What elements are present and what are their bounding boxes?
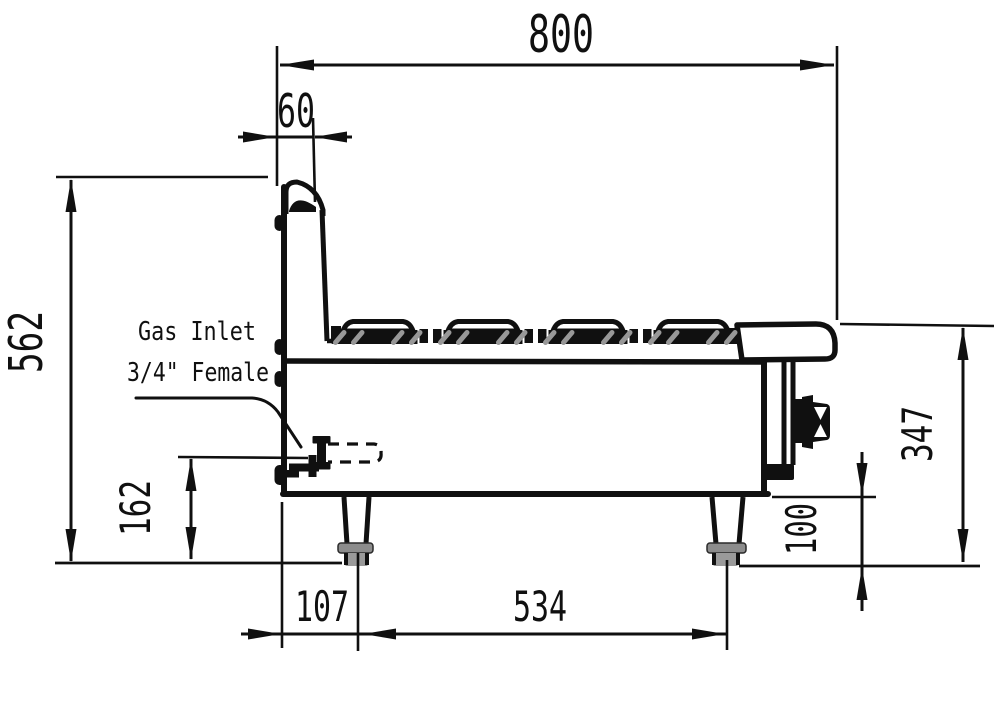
gas-inlet-bracket [289, 463, 319, 472]
arrowhead-top [185, 458, 197, 491]
front-foot-pad [713, 553, 738, 566]
rear-leg-back-edge [341, 496, 350, 545]
grate-nub [433, 329, 442, 343]
cooktop-front-rail [285, 358, 765, 365]
arrowhead-top [957, 327, 969, 360]
gas-inlet-union-top-flange [312, 436, 331, 444]
arrowhead-back-outside [248, 628, 281, 640]
backsplash-cap-crease [289, 200, 316, 212]
dimension-backsplash-depth: 60 [238, 84, 352, 203]
rear-foot-sides [344, 553, 369, 565]
dimension-text-107: 107 [295, 582, 349, 631]
knob-mount-plate [794, 399, 802, 443]
gas-inlet-bracket-foot [287, 470, 299, 478]
dimension-text-800: 800 [528, 5, 594, 65]
back-panel-stud [274, 215, 285, 231]
grate-nub [419, 329, 428, 343]
gas-inlet-bracket-bolt [308, 455, 317, 477]
back-panel-stud [274, 371, 285, 387]
dimension-text-162: 162 [111, 480, 160, 536]
rear-foot-collar [337, 542, 374, 554]
body [280, 358, 771, 497]
arrowhead-bottom [185, 527, 197, 560]
grate-nub [524, 329, 533, 343]
dimension-text-60: 60 [277, 84, 315, 138]
rear-leg-front-edge [363, 496, 372, 545]
burner-cap [550, 319, 626, 334]
front-foot-sides [712, 553, 740, 565]
rear-foot-pad [345, 553, 368, 566]
arrowhead-top-outside [856, 463, 868, 496]
control-knob [794, 395, 830, 449]
backsplash [274, 179, 330, 497]
dimension-text-562: 562 [0, 311, 53, 373]
dimension-leg-clearance: 100 [739, 452, 980, 611]
arrowhead-top [65, 179, 77, 212]
front-leg-back-edge [709, 496, 719, 545]
burner-cap [655, 319, 731, 334]
arrowhead-bottom-outside [856, 567, 868, 600]
front-foot-collar [706, 542, 747, 554]
extension-line [839, 322, 995, 328]
front-shelf [734, 321, 838, 363]
burner-cap [445, 319, 521, 334]
callout-line1: Gas Inlet [138, 317, 256, 347]
dimension-text-534: 534 [513, 582, 567, 631]
gas-inlet-callout: Gas Inlet 3/4" Female [127, 317, 303, 449]
legs-feet [337, 496, 747, 566]
gas-inlet-panel-boss [274, 465, 286, 485]
panel-bottom-return [765, 464, 794, 480]
dimension-overall-height: 562 [0, 175, 342, 565]
shelf-profile [734, 321, 838, 363]
arrowhead-left-outside [243, 131, 276, 143]
knob-face-lower [814, 424, 827, 437]
gas-inlet-fitting [274, 436, 383, 485]
dimension-leg-positions: 107 534 [241, 502, 729, 651]
backsplash-front-edge [319, 209, 330, 342]
grate-nub [643, 329, 652, 343]
arrowhead-left [280, 59, 314, 71]
burner-support-ticks [333, 330, 738, 345]
grate-nub [629, 329, 638, 343]
arrowhead-right [800, 59, 834, 71]
cooktop-burners [327, 319, 740, 345]
front-leg-front-edge [736, 496, 746, 545]
gas-pipe-hidden-line [328, 442, 383, 464]
knob-face-upper [814, 407, 827, 420]
arrowhead-bottom [957, 529, 969, 562]
extension-line [177, 455, 309, 460]
burner-cap [340, 319, 416, 334]
arrowhead-right-outside [314, 131, 347, 143]
dimension-text-100: 100 [777, 503, 826, 555]
grate-nub [538, 329, 547, 343]
gas-inlet-union-stem [317, 439, 326, 468]
front-panel [765, 361, 796, 480]
extension-line [311, 117, 317, 203]
knob-body [802, 395, 830, 449]
dimension-front-height: 347 [839, 322, 995, 562]
arrowhead-bottom [65, 529, 77, 562]
callout-line2: 3/4" Female [127, 358, 269, 388]
arrowhead-rear-leg [363, 628, 396, 640]
arrowhead-front-leg [692, 628, 725, 640]
dimension-gas-inlet-height: 162 [111, 455, 309, 560]
callout-leader-line [134, 396, 303, 449]
back-panel-stud [274, 339, 285, 355]
dimension-overall-width: 800 [275, 5, 839, 320]
dimension-text-347: 347 [893, 406, 942, 462]
grate-end-nub [331, 326, 341, 343]
